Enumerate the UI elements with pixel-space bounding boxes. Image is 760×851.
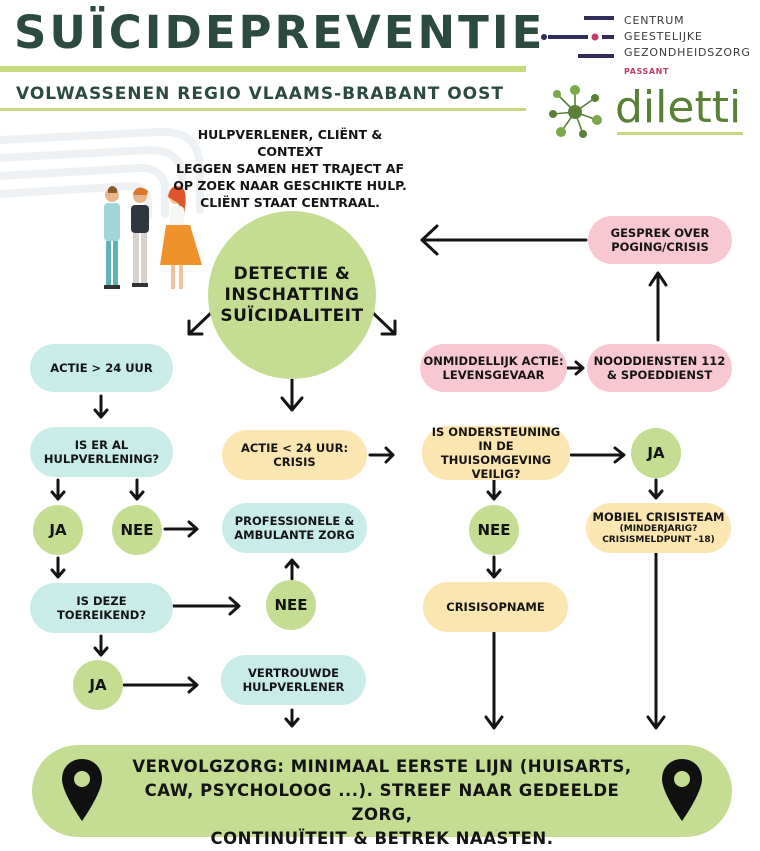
subtitle-underline: [0, 108, 526, 111]
diletti-logo: diletti: [545, 82, 750, 142]
node-is-ondersteuning-veilig: IS ONDERSTEUNING IN DE THUISOMGEVING VEI…: [422, 425, 570, 481]
diletti-underline: [617, 132, 743, 135]
node-ja-2: JA: [73, 660, 123, 710]
node-vertrouwde-hulpverlener: VERTROUWDE HULPVERLENER: [221, 655, 366, 705]
node-nooddiensten: NOODDIENSTEN 112 & SPOEDDIENST: [587, 344, 732, 392]
cgg-line-3: GEZONDHEIDSZORG: [624, 46, 751, 59]
page-subtitle: VOLWASSENEN REGIO VLAAMS-BRABANT OOST: [16, 84, 504, 104]
diletti-network-icon: [549, 85, 602, 138]
diletti-wordmark: diletti: [615, 82, 742, 133]
node-actie-meer-24-uur: ACTIE > 24 UUR: [30, 344, 173, 392]
cgg-line-2: GEESTELIJKE: [624, 30, 703, 43]
map-pin-icon: [662, 759, 702, 821]
node-is-er-al-hulpverlening: IS ER AL HULPVERLENING?: [30, 427, 173, 477]
map-pin-icon: [62, 759, 102, 821]
node-nee-2: NEE: [266, 580, 316, 630]
title-underline: [0, 66, 526, 72]
cgg-sub: PASSANT: [624, 67, 670, 76]
node-mobiel-crisisteam: MOBIEL CRISISTEAM (MINDERJARIG? CRISISME…: [586, 503, 731, 553]
node-ja-1: JA: [33, 505, 83, 555]
vervolgzorg-banner: VERVOLGZORG: MINIMAAL EERSTE LIJN (HUISA…: [32, 745, 732, 848]
mobiel-crisisteam-sub: (MINDERJARIG? CRISISMELDPUNT -18): [602, 524, 715, 545]
node-crisisopname: CRISISOPNAME: [423, 582, 568, 632]
node-gesprek-over-poging: GESPREK OVER POGING/CRISIS: [588, 216, 732, 264]
intro-text: HULPVERLENER, CLIËNT & CONTEXT LEGGEN SA…: [173, 127, 407, 210]
page-title: SUÏCIDEPREVENTIE: [14, 6, 546, 59]
cgg-logo-mark: [541, 16, 614, 58]
node-nee-3: NEE: [469, 505, 519, 555]
cgg-line-1: CENTRUM: [624, 14, 685, 27]
node-ja-3: JA: [631, 428, 681, 478]
node-is-deze-toereikend: IS DEZE TOEREIKEND?: [30, 583, 173, 633]
node-detectie: DETECTIE & INSCHATTING SUÏCIDALITEIT: [208, 211, 376, 379]
node-nee-1: NEE: [112, 505, 162, 555]
people-illustration: [104, 186, 202, 289]
mobiel-crisisteam-label: MOBIEL CRISISTEAM: [592, 510, 725, 524]
node-onmiddellijk-actie: ONMIDDELLIJK ACTIE: LEVENSGEVAAR: [420, 344, 567, 392]
node-actie-minder-24-uur: ACTIE < 24 UUR: CRISIS: [222, 430, 367, 480]
vervolgzorg-text: VERVOLGZORG: MINIMAAL EERSTE LIJN (HUISA…: [132, 757, 632, 848]
node-professionele-ambulante-zorg: PROFESSIONELE & AMBULANTE ZORG: [222, 503, 367, 553]
cgg-logo: CENTRUM GEESTELIJKE GEZONDHEIDSZORG PASS…: [540, 10, 755, 80]
